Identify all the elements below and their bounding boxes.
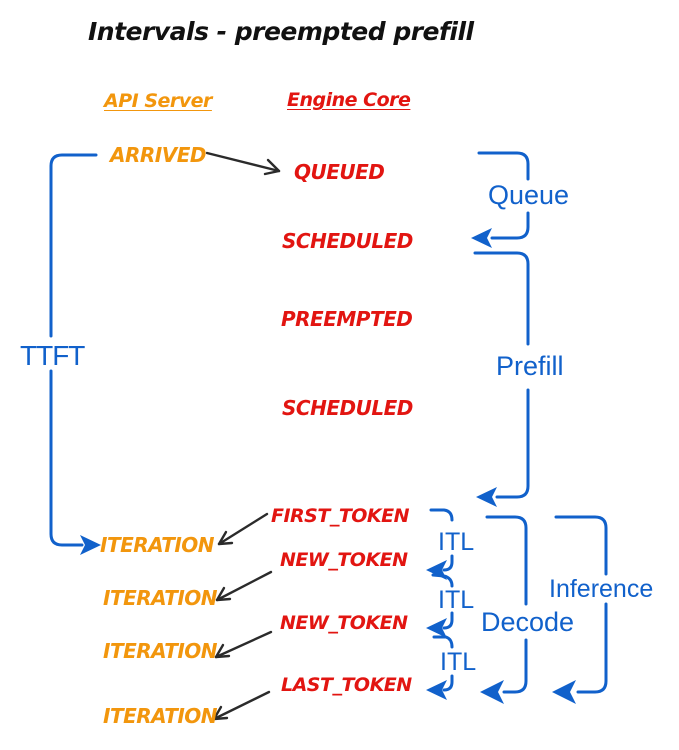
queue-arrowhead-icon <box>471 228 492 248</box>
event-scheduled-1: SCHEDULED <box>282 229 413 253</box>
interval-label-itl-2: ITL <box>438 586 475 614</box>
inference-arrowhead-icon <box>552 680 576 704</box>
event-new-token-2: NEW_TOKEN <box>280 612 408 634</box>
itl-bracket-2 <box>426 573 454 638</box>
inference-bracket <box>552 515 608 704</box>
event-iteration-4: ITERATION <box>103 704 218 728</box>
arrow-last-token-to-iteration-4 <box>212 690 271 721</box>
ttft-bracket <box>49 153 101 555</box>
column-header-engine-core: Engine Core <box>287 89 411 111</box>
arrow-arrived-to-queued <box>205 151 281 176</box>
column-header-api-server: API Server <box>104 90 212 112</box>
arrow-new-token-2-to-iteration-3 <box>214 630 273 659</box>
interval-label-queue: Queue <box>488 180 570 210</box>
event-iteration-2: ITERATION <box>103 586 218 610</box>
decode-arrowhead-icon <box>480 680 504 704</box>
event-scheduled-2: SCHEDULED <box>282 396 413 420</box>
event-arrived: ARRIVED <box>110 143 206 167</box>
ttft-arrowhead-icon <box>80 535 101 555</box>
event-new-token-1: NEW_TOKEN <box>280 549 408 571</box>
prefill-arrowhead-icon <box>476 487 497 507</box>
interval-label-decode: Decode <box>481 607 575 637</box>
itl-arrowhead-3-icon <box>426 680 447 700</box>
arrow-first-token-to-iteration-1 <box>217 512 269 546</box>
event-queued: QUEUED <box>294 160 385 184</box>
event-first-token: FIRST_TOKEN <box>271 505 410 527</box>
interval-label-inference: Inference <box>549 575 654 603</box>
interval-label-ttft: TTFT <box>20 340 85 371</box>
page-title: Intervals - preempted prefill <box>88 17 474 46</box>
prefill-bracket <box>473 251 530 507</box>
event-last-token: LAST_TOKEN <box>281 674 412 696</box>
interval-label-prefill: Prefill <box>496 351 564 381</box>
itl-bracket-3 <box>426 635 454 700</box>
decode-bracket <box>480 515 528 704</box>
interval-label-itl-3: ITL <box>440 648 477 676</box>
queue-bracket <box>471 151 530 248</box>
itl-arrowhead-2-icon <box>426 618 447 638</box>
event-iteration-3: ITERATION <box>103 639 218 663</box>
event-iteration-1: ITERATION <box>100 533 215 557</box>
arrow-new-token-1-to-iteration-2 <box>215 570 273 602</box>
event-preempted: PREEMPTED <box>281 307 413 331</box>
interval-label-itl-1: ITL <box>438 528 475 556</box>
